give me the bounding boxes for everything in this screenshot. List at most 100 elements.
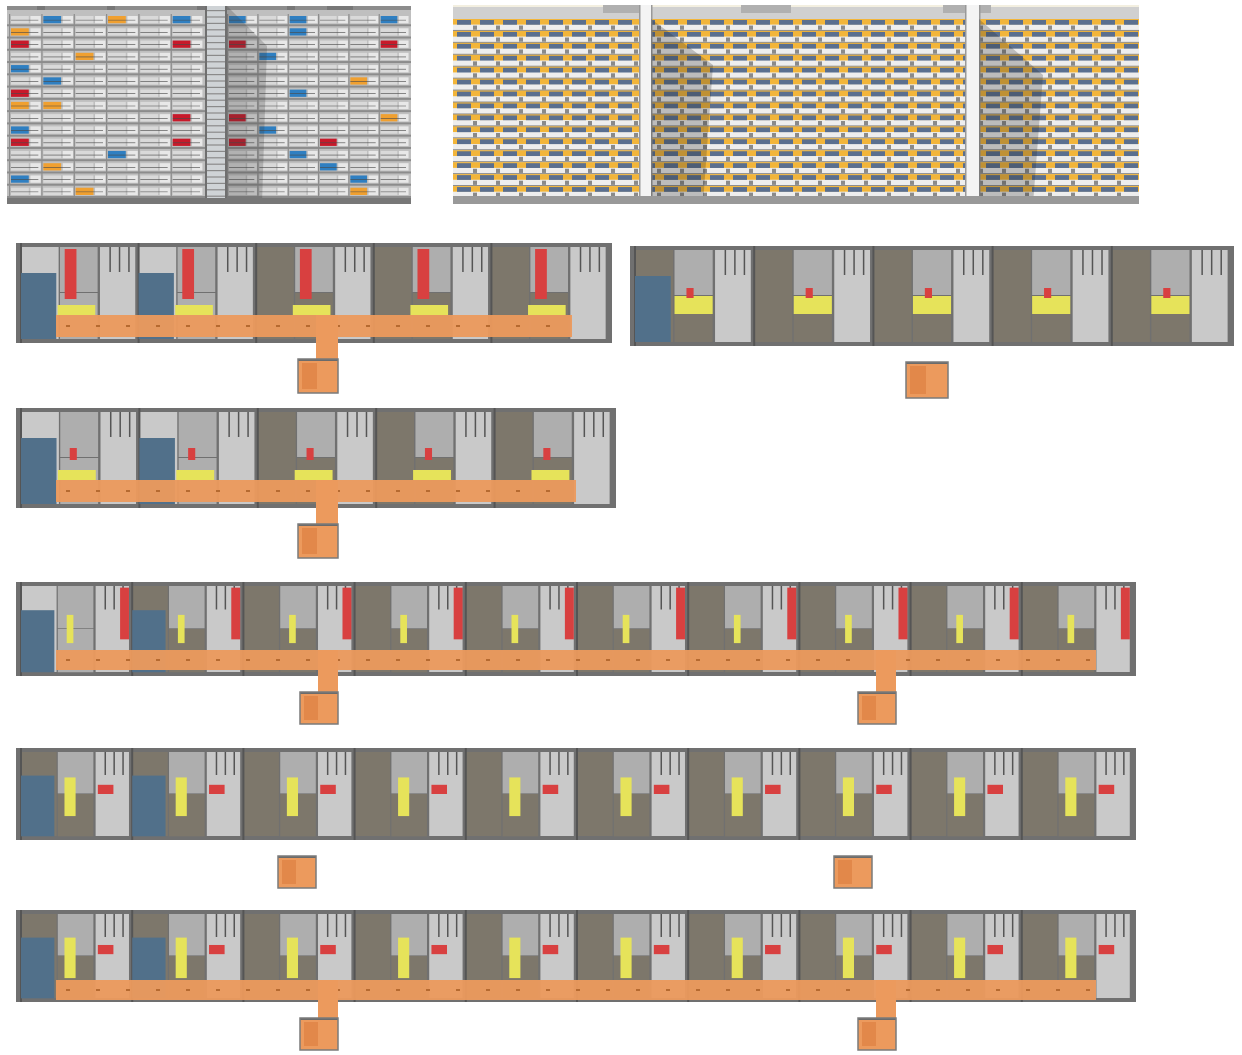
balcony-post [496, 25, 500, 30]
core-edge [979, 5, 981, 204]
window-panel [140, 187, 159, 195]
window-panel [368, 187, 379, 195]
window [917, 31, 931, 37]
window [756, 139, 770, 145]
window [549, 43, 563, 49]
window [457, 91, 471, 97]
kitchen [413, 470, 451, 480]
window-panel [192, 101, 203, 110]
window [457, 115, 471, 121]
window [664, 127, 678, 133]
window [940, 103, 954, 109]
window [1009, 151, 1023, 157]
balcony-post [726, 49, 730, 54]
balcony-post [473, 97, 477, 102]
stair-core-line [207, 80, 225, 82]
balcony-post [772, 180, 776, 185]
window [802, 20, 816, 25]
window-panel [398, 150, 409, 159]
bathroom [320, 784, 336, 794]
window-panel [307, 114, 318, 122]
window [986, 163, 1000, 168]
balcony-post [1117, 156, 1121, 162]
bay-divider [41, 14, 43, 27]
bay-divider [227, 99, 229, 113]
window [480, 91, 494, 97]
room-bedroom [674, 250, 713, 295]
yellow-band [453, 78, 1139, 85]
partition-wall [882, 752, 885, 775]
window [848, 139, 862, 145]
window-panel [30, 126, 41, 134]
bathroom [535, 249, 547, 299]
balcony-post [496, 73, 500, 78]
window-panel [277, 138, 288, 146]
bay-divider [106, 99, 108, 113]
window-panel [380, 65, 398, 73]
window-panel [229, 77, 246, 85]
window-panel [229, 101, 246, 110]
bay-divider [378, 112, 380, 125]
corridor-door [396, 325, 400, 327]
window [802, 103, 816, 109]
yellow-band [453, 90, 1139, 97]
window-panel [398, 16, 409, 24]
window [526, 67, 540, 73]
stair-tower-wall [300, 692, 338, 694]
window [710, 43, 724, 49]
yellow-band [453, 66, 1139, 73]
balcony-post [772, 156, 776, 162]
kitchen [620, 777, 632, 817]
stair-core-line [207, 48, 225, 50]
balcony-post [979, 37, 983, 42]
balcony-post [841, 25, 845, 30]
balcony-post [818, 132, 822, 138]
kitchen [674, 296, 713, 314]
stair-core-line [207, 112, 225, 114]
bay-divider [287, 75, 289, 88]
window-panel [398, 40, 409, 48]
bay-divider [106, 136, 108, 149]
balcony-post [1071, 109, 1075, 114]
balcony-post [588, 168, 592, 173]
window [480, 115, 494, 121]
corridor-door [396, 490, 400, 492]
balcony-post [795, 97, 799, 102]
window-panel [289, 175, 307, 183]
partition-wall [480, 247, 483, 272]
room-living [1111, 250, 1150, 342]
partition-wall [365, 412, 368, 437]
balcony-post [1025, 180, 1029, 185]
window [710, 55, 724, 61]
bay-divider [348, 38, 350, 51]
window [595, 67, 609, 73]
window-panel [43, 175, 62, 183]
corridor-door [1026, 989, 1030, 991]
bathroom [97, 784, 114, 794]
balcony-post [703, 85, 707, 90]
stair-core [639, 5, 651, 204]
balcony-post [542, 144, 546, 150]
window-panel [350, 28, 368, 36]
balcony-post [496, 61, 500, 66]
window-panel [11, 114, 29, 122]
balcony-post [634, 144, 638, 150]
corridor-door [816, 659, 820, 661]
window-panel [11, 89, 29, 97]
window-panel [320, 114, 337, 122]
unit-wall [493, 408, 496, 508]
unit-wall [242, 748, 245, 840]
window [457, 127, 471, 133]
window [802, 115, 816, 121]
corridor-door [366, 325, 370, 327]
window [779, 103, 793, 109]
window [457, 103, 471, 109]
partition-wall [994, 914, 996, 937]
balcony-post [703, 144, 707, 150]
window-panel [140, 114, 159, 122]
window-panel [277, 77, 288, 85]
window [917, 163, 931, 168]
balcony-post [680, 73, 684, 78]
window [733, 139, 747, 145]
balcony-post [1071, 97, 1075, 102]
